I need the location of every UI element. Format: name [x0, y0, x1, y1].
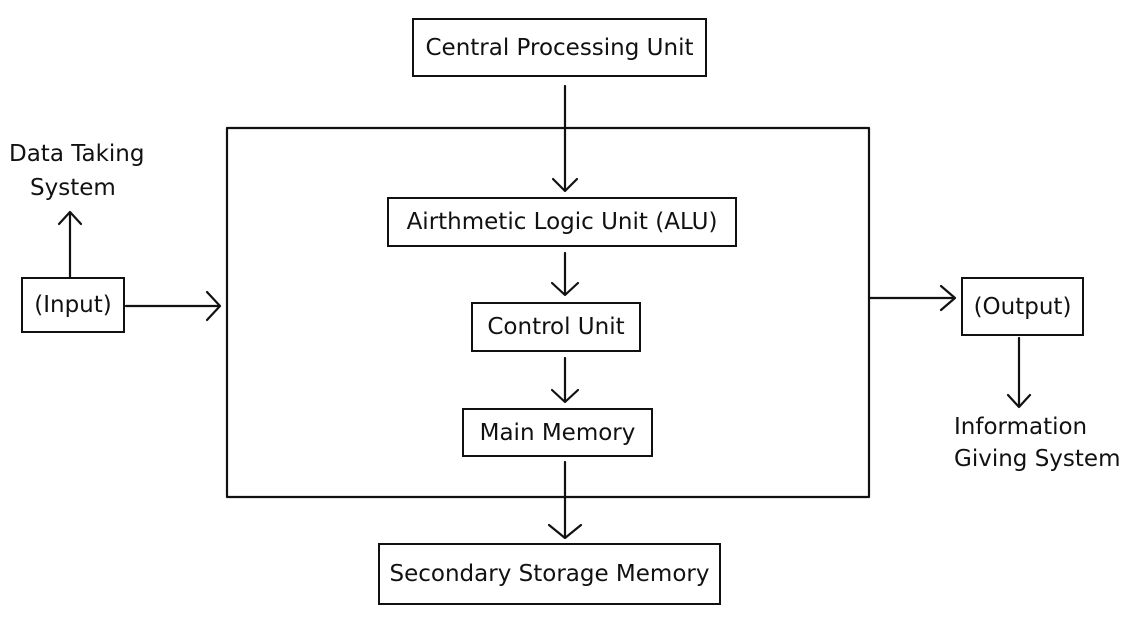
cpu-box: Central Processing Unit — [412, 18, 707, 77]
control-unit-box: Control Unit — [471, 302, 641, 352]
cpu-label: Central Processing Unit — [425, 34, 694, 61]
control-unit-label: Control Unit — [487, 314, 625, 340]
main-memory-box: Main Memory — [462, 408, 653, 457]
data-taking-system-label: Data Taking System — [9, 137, 144, 205]
arrow-input-to-processing-unit — [124, 290, 222, 322]
arrow-output-to-info-giving — [1006, 336, 1032, 409]
data-taking-line-1: Data Taking — [9, 141, 145, 167]
data-taking-line-2: System — [30, 175, 116, 201]
arrow-processing-unit-to-output — [867, 284, 957, 312]
info-giving-line-1: Information — [954, 414, 1088, 440]
arrow-control-unit-to-main-memory — [550, 356, 580, 404]
alu-label: Airthmetic Logic Unit (ALU) — [406, 209, 718, 235]
alu-box: Airthmetic Logic Unit (ALU) — [387, 197, 737, 247]
output-label: (Output) — [973, 293, 1072, 320]
main-memory-label: Main Memory — [479, 419, 636, 446]
input-label: (Input) — [34, 292, 112, 318]
arrow-main-memory-to-secondary-storage — [547, 460, 583, 540]
information-giving-system-label: Information Giving System — [954, 411, 1120, 475]
arrow-input-to-data-taking — [57, 210, 83, 279]
output-box: (Output) — [961, 277, 1084, 336]
input-box: (Input) — [21, 277, 125, 333]
info-giving-line-2: Giving System — [954, 446, 1121, 472]
secondary-storage-label: Secondary Storage Memory — [389, 561, 710, 587]
arrow-cpu-to-alu — [551, 84, 579, 193]
secondary-storage-box: Secondary Storage Memory — [378, 543, 721, 605]
processing-unit-enclosure — [225, 126, 871, 499]
arrow-alu-to-control-unit — [550, 251, 580, 297]
